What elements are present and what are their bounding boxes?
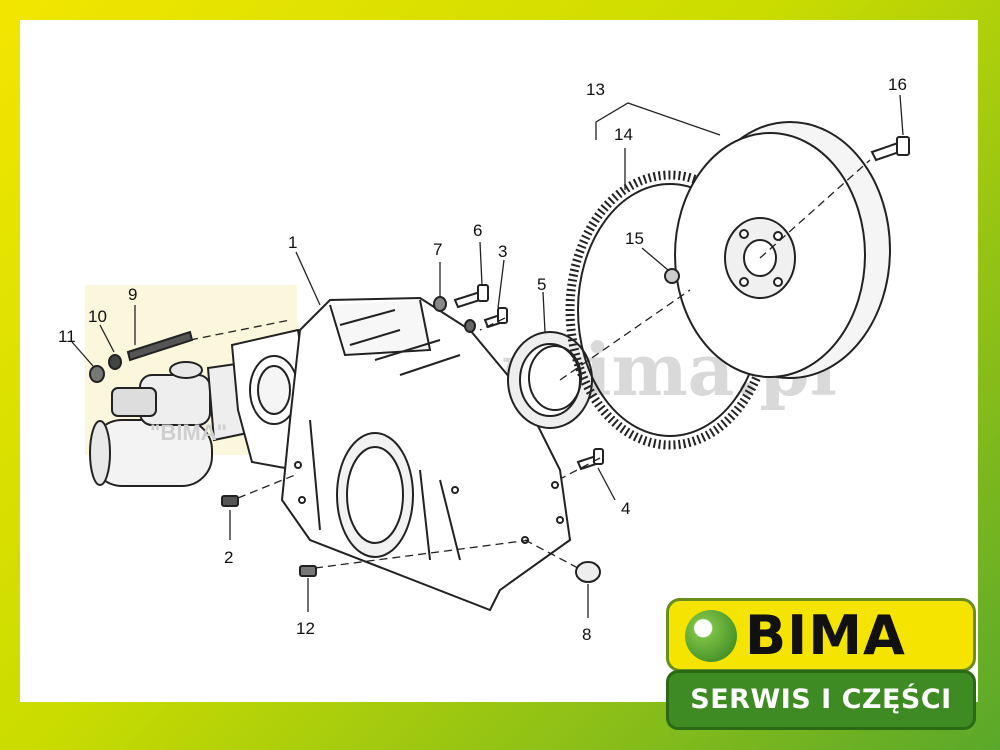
callout-1: 1 — [288, 233, 297, 252]
flywheel — [674, 121, 891, 379]
callout-5: 5 — [537, 275, 546, 294]
watermark-inner-label: "BIMA" — [150, 420, 227, 445]
bima-logo: BIMA SERWIS I CZĘŚCI — [666, 598, 976, 732]
washer-10 — [108, 354, 122, 370]
logo-brand-panel: BIMA — [666, 598, 976, 672]
flywheel-housing — [280, 296, 572, 612]
washer-7 — [433, 296, 447, 312]
bolt-6 — [453, 284, 489, 309]
exploded-parts-diagram: www.bima.pl "BIMA" — [58, 75, 910, 644]
callout-3: 3 — [498, 242, 507, 261]
bolt-4 — [576, 448, 604, 471]
washer-3 — [464, 319, 476, 333]
plug-8 — [575, 561, 601, 583]
diagram-canvas: www.bima.pl "BIMA" — [20, 20, 978, 702]
nut-15 — [664, 268, 680, 284]
stud-2 — [221, 495, 239, 507]
callout-6: 6 — [473, 221, 482, 240]
callout-12: 12 — [296, 619, 315, 638]
stud-12 — [299, 565, 317, 577]
callout-7: 7 — [433, 240, 442, 259]
callout-15: 15 — [625, 229, 644, 248]
ball-icon — [685, 610, 737, 662]
callout-2: 2 — [224, 548, 233, 567]
callout-4: 4 — [621, 499, 630, 518]
callout-11: 11 — [58, 327, 76, 346]
assembly-lines — [189, 159, 871, 569]
callout-16: 16 — [888, 75, 907, 94]
oil-seal — [507, 331, 593, 429]
callout-14: 14 — [614, 125, 633, 144]
logo-brand-text: BIMA — [745, 604, 906, 667]
logo-tagline: SERWIS I CZĘŚCI — [666, 670, 976, 730]
callout-13: 13 — [586, 80, 605, 99]
callout-9: 9 — [128, 285, 137, 304]
callout-8: 8 — [582, 625, 591, 644]
leader-lines — [71, 94, 904, 618]
nut-11 — [89, 365, 105, 383]
callout-10: 10 — [88, 307, 107, 326]
bolt-3 — [483, 307, 508, 329]
bolt-16 — [870, 136, 910, 162]
